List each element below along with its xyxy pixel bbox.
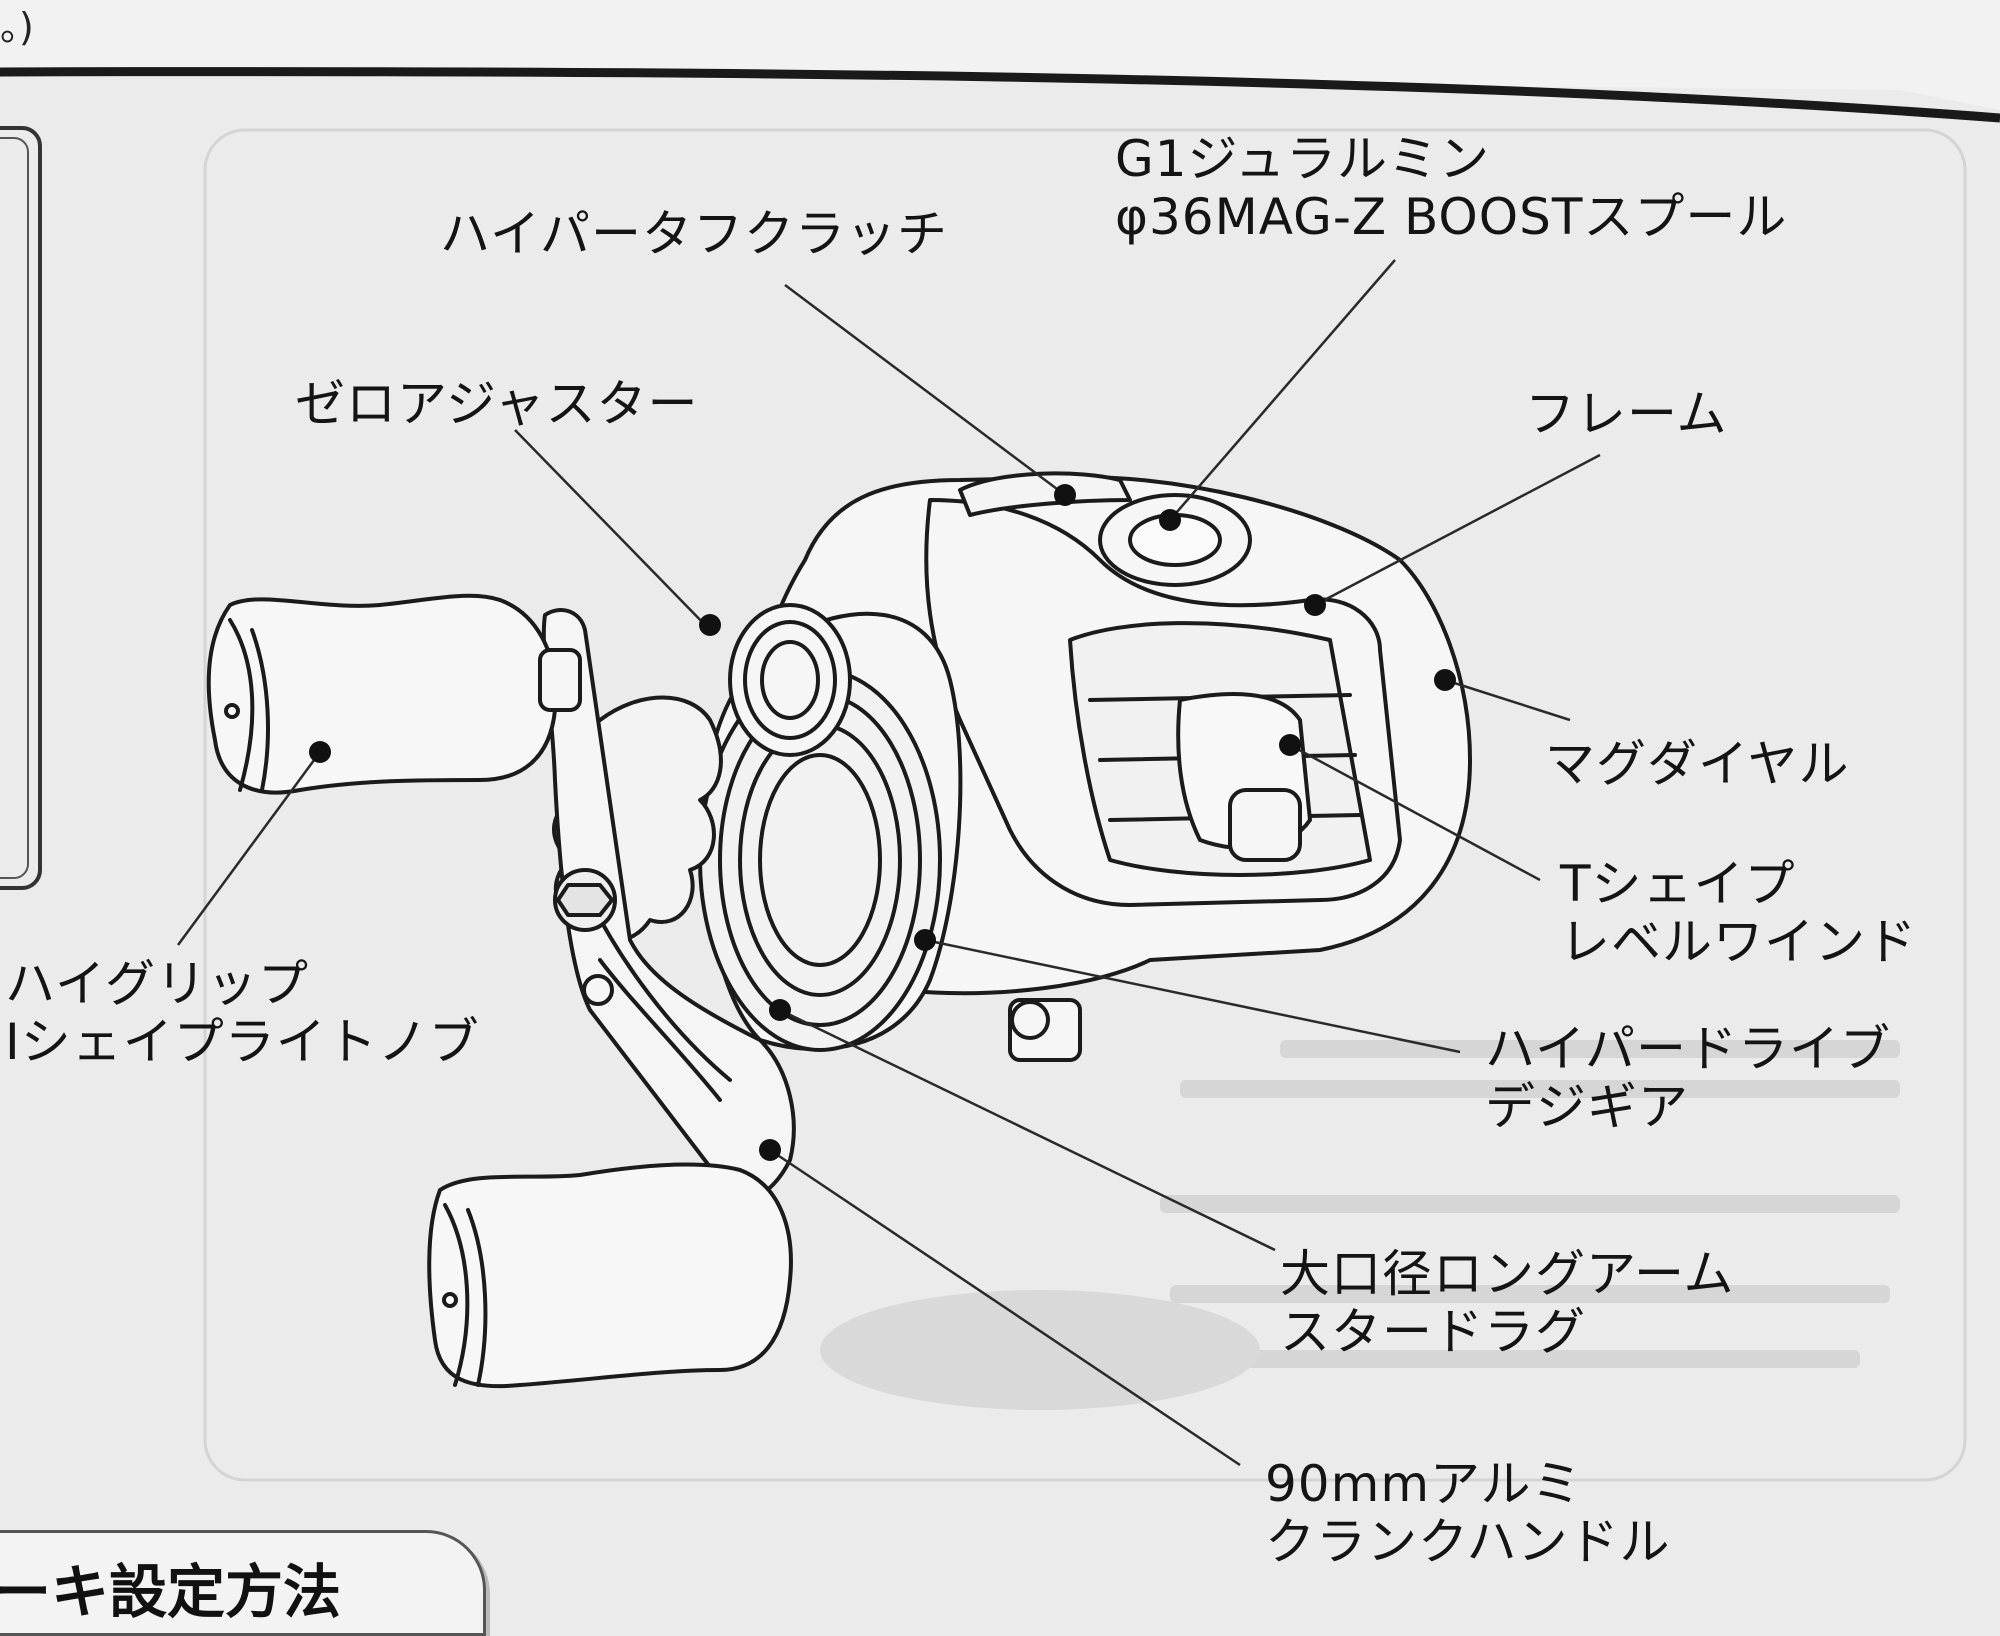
handle-arm <box>541 608 796 1200</box>
callout-clutch: ハイパータフクラッチ <box>440 205 948 263</box>
callout-star-drag: 大口径ロングアーム スタードラグ <box>1280 1245 1735 1361</box>
header-rule <box>0 67 2000 123</box>
callout-drive-gear: ハイパードライブ デジギア <box>1485 1020 1891 1136</box>
lower-knob <box>427 1162 793 1389</box>
section-title: ーキ設定方法 <box>0 1558 342 1626</box>
callout-mag-dial: マグダイヤル <box>1545 735 1850 793</box>
callout-zero-adjuster: ゼロアジャスター <box>295 375 699 433</box>
callout-frame: フレーム <box>1525 385 1728 443</box>
callout-handle: 90mmアルミ クランクハンドル <box>1265 1455 1671 1571</box>
top-fragment: 。) <box>0 5 34 49</box>
upper-knob <box>206 593 558 795</box>
callout-level-wind: Tシェイプ レベルワインド <box>1560 855 1917 971</box>
section-title-tab: ーキ設定方法 <box>0 1530 486 1636</box>
callout-knob: ハイグリップ Iシェイプライトノブ <box>5 955 480 1071</box>
callout-spool: G1ジュラルミン φ36MAG-Z BOOSTスプール <box>1115 130 1788 246</box>
